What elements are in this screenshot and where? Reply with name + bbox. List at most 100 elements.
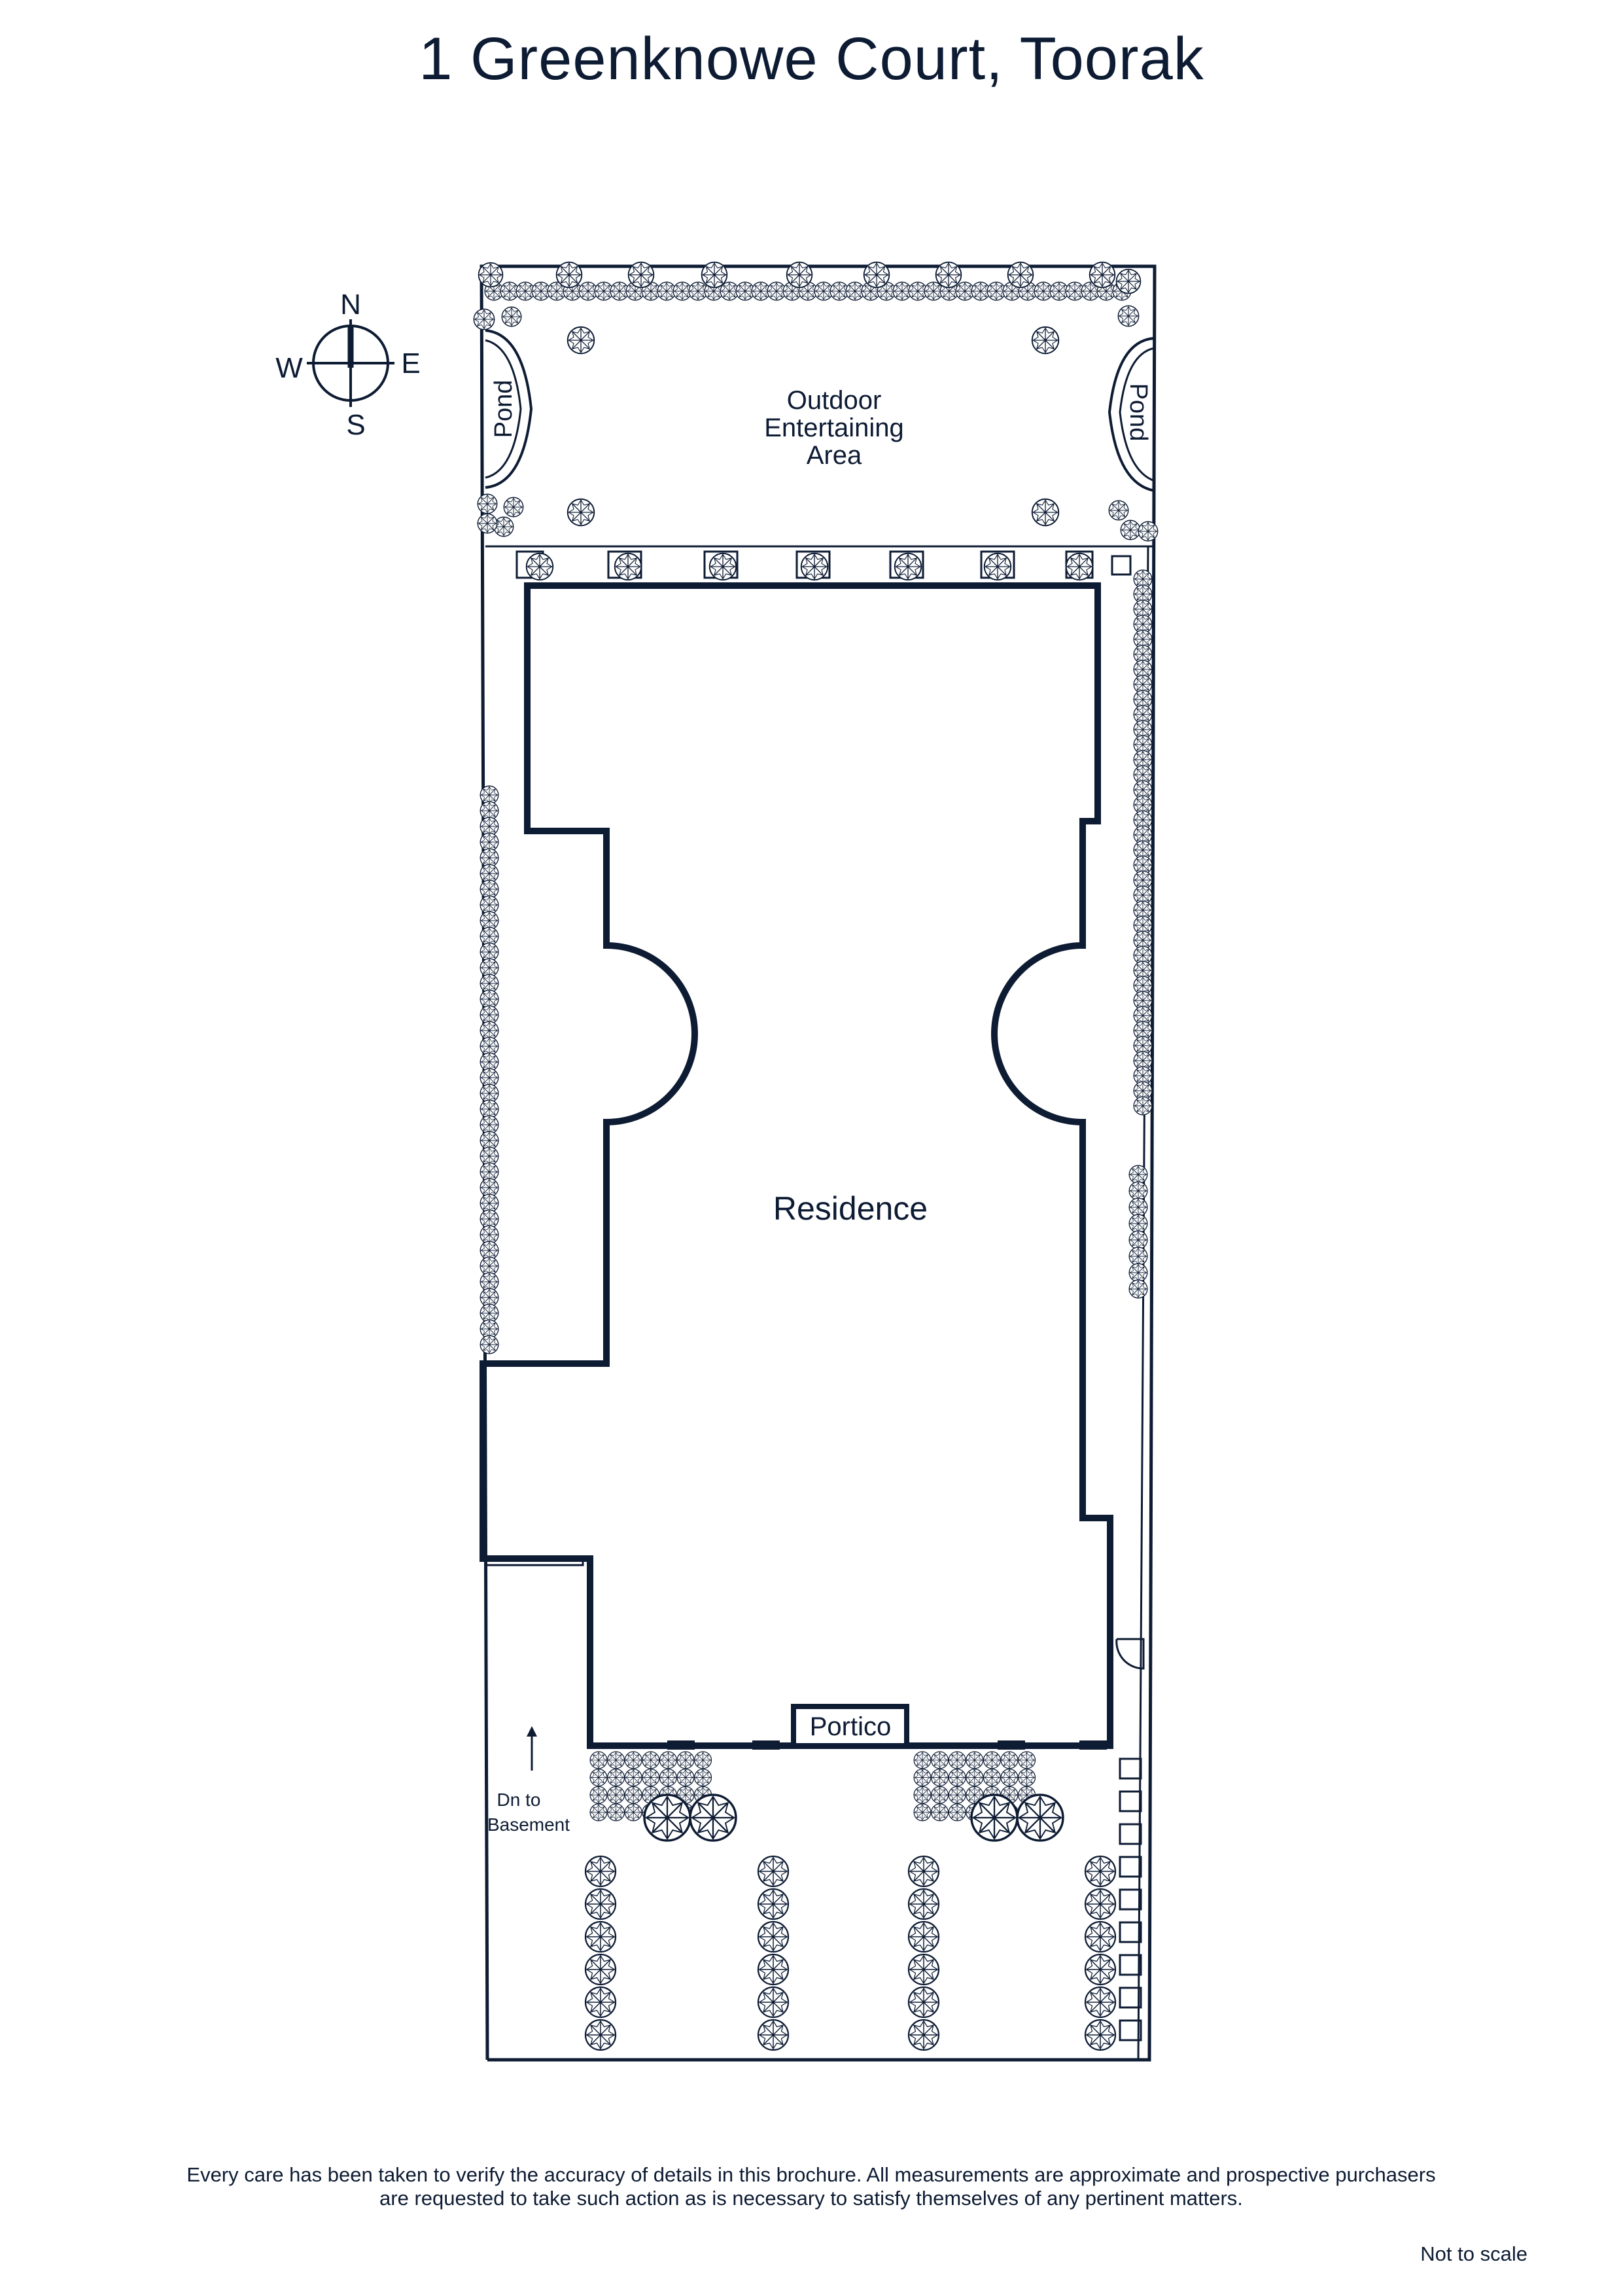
compass-icon: N E S W [275, 289, 420, 441]
tree-icon [1117, 305, 1140, 327]
tree-icon [1138, 521, 1159, 542]
tree-icon [931, 1803, 949, 1822]
trees [473, 261, 1159, 2051]
basement-label-line1: Dn to [497, 1790, 541, 1810]
tree-icon [913, 1803, 932, 1822]
tree-icon [907, 1986, 940, 2019]
page-title: 1 Greenknowe Court, Toorak [419, 26, 1204, 92]
portico-label: Portico [810, 1712, 892, 1741]
tree-icon [478, 262, 504, 288]
tree-icon [624, 1786, 642, 1804]
tree-icon [983, 552, 1012, 581]
tree-icon [1031, 498, 1060, 527]
tree-icon [607, 1769, 625, 1787]
basement-label-line2: Basement [487, 1814, 570, 1835]
tree-icon [525, 552, 554, 581]
tree-icon [931, 1769, 949, 1787]
tree-icon [966, 1751, 984, 1769]
tree-icon [757, 1953, 790, 1986]
tree-icon [1018, 1769, 1036, 1787]
tree-icon [983, 1751, 1001, 1769]
pond-label-east: Pond [1125, 383, 1152, 442]
tree-icon [863, 261, 890, 289]
tree-icon [1115, 268, 1142, 294]
tree-icon [659, 1751, 677, 1769]
residence-label: Residence [773, 1190, 928, 1227]
tree-icon [800, 552, 829, 581]
tree-icon [970, 1793, 1019, 1842]
tree-icon [786, 261, 813, 289]
tree-icon [913, 1769, 932, 1787]
tree-icon [1128, 1181, 1148, 1201]
tree-icon [1031, 326, 1060, 355]
tree-icon [584, 2019, 617, 2051]
tree-icon [607, 1751, 625, 1769]
disclaimer-line-1: Every care has been taken to verify the … [186, 2163, 1436, 2186]
tree-icon [1084, 1855, 1117, 1888]
tree-icon [894, 552, 922, 581]
tree-icon [676, 1769, 695, 1787]
tree-icon [1133, 1096, 1153, 1116]
tree-icon [555, 261, 583, 289]
tree-icon [477, 493, 498, 514]
tree-icon [689, 1793, 737, 1842]
tree-icon [694, 1769, 712, 1787]
tree-icon [1108, 500, 1129, 521]
tree-icon [567, 326, 595, 355]
tree-icon [694, 1751, 712, 1769]
tree-icon [1128, 1279, 1148, 1299]
tree-icon [907, 1888, 940, 1920]
tree-icon [607, 1803, 625, 1822]
compass-w: W [275, 352, 303, 384]
tree-icon [1084, 2019, 1117, 2051]
tree-icon [477, 513, 498, 534]
tree-icon [1128, 1263, 1148, 1282]
tree-icon [1120, 520, 1141, 540]
tree-icon [757, 2019, 790, 2051]
compass-e: E [401, 347, 420, 380]
tree-icon [1128, 1230, 1148, 1250]
tree-icon [589, 1803, 608, 1822]
tree-icon [1007, 261, 1034, 289]
outdoor-area-line1: Outdoor [787, 386, 882, 415]
compass-n: N [340, 289, 361, 321]
tree-icon [624, 1751, 642, 1769]
tree-icon [659, 1769, 677, 1787]
tree-icon [1084, 1986, 1117, 2019]
tree-icon [1128, 1214, 1148, 1233]
tree-icon [907, 1920, 940, 1953]
tree-icon [589, 1751, 608, 1769]
tree-icon [1018, 1751, 1036, 1769]
tree-icon [584, 1920, 617, 1953]
tree-icon [643, 1793, 691, 1842]
tree-icon [1065, 552, 1094, 581]
scale-note: Not to scale [1420, 2242, 1527, 2265]
tree-icon [913, 1786, 932, 1804]
tree-icon [567, 498, 595, 527]
disclaimer-line-2: are requested to take such action as is … [379, 2187, 1243, 2210]
tree-icon [948, 1803, 966, 1822]
tree-icon [757, 1920, 790, 1953]
tree-icon [676, 1751, 695, 1769]
tree-icon [1000, 1769, 1019, 1787]
tree-icon [757, 1855, 790, 1888]
compass-s: S [346, 409, 365, 441]
outdoor-area-line3: Area [807, 441, 862, 470]
tree-icon [627, 261, 655, 289]
tree-icon [624, 1769, 642, 1787]
pond-label-west: Pond [490, 380, 517, 438]
arrow-up-icon [527, 1726, 537, 1771]
tree-icon [1128, 1197, 1148, 1217]
tree-icon [983, 1769, 1001, 1787]
tree-icon [948, 1751, 966, 1769]
tree-icon [584, 1986, 617, 2019]
tree-icon [1084, 1920, 1117, 1953]
tree-icon [607, 1786, 625, 1804]
tree-icon [473, 308, 495, 330]
tree-icon [966, 1769, 984, 1787]
tree-icon [493, 516, 514, 537]
tree-icon [701, 261, 728, 289]
disclaimer: Every care has been taken to verify the … [79, 2163, 1544, 2210]
tree-icon [503, 497, 524, 518]
